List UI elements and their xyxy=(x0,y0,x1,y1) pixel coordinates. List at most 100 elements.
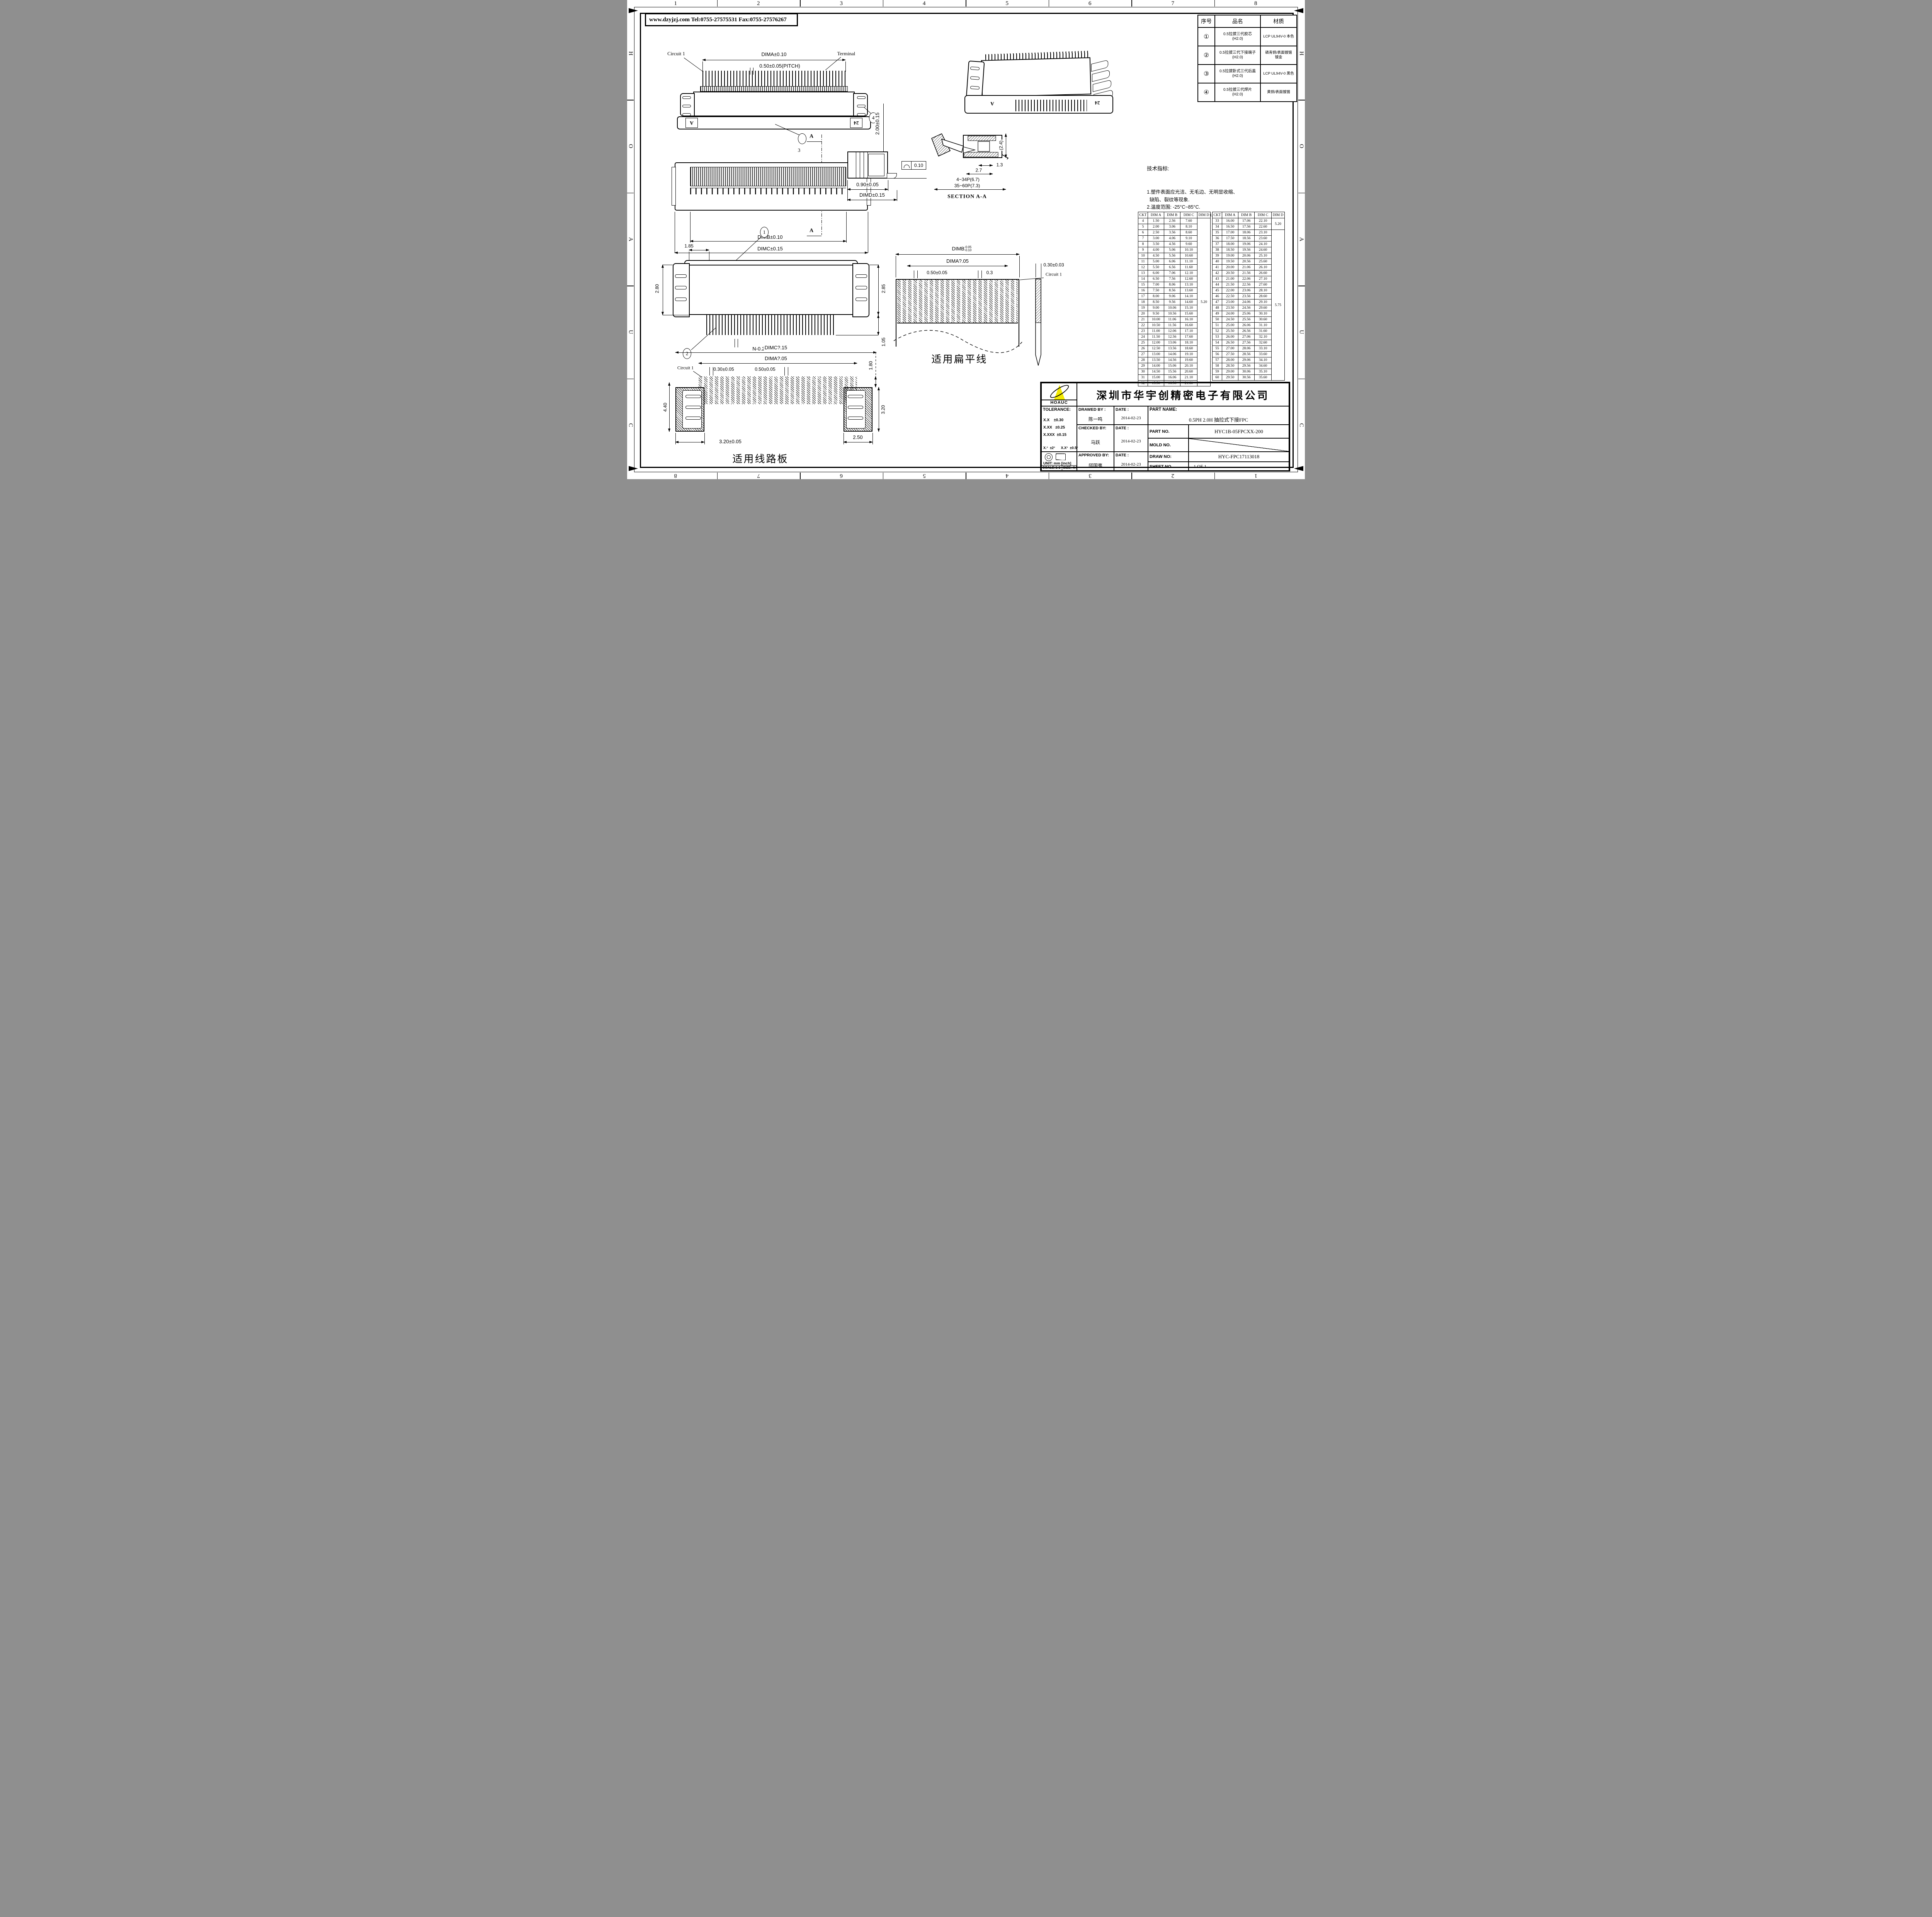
dim-cell: 22.00 xyxy=(1222,287,1238,294)
dim-cell: 34.60 xyxy=(1254,363,1272,369)
dim-cell: 28.60 xyxy=(1254,293,1272,299)
height-dim-label: 2.00±0.15 xyxy=(874,112,881,136)
dim-cell: 20.10 xyxy=(1180,363,1197,369)
date-label-2: DATE : xyxy=(1116,426,1129,430)
zone-number-top-2: 2 xyxy=(757,0,760,7)
dim-cell: 21.56 xyxy=(1238,270,1255,276)
d185-label: 1.85 xyxy=(684,243,694,249)
pitch-dim-label: 0.50±0.05(PITCH) xyxy=(759,63,801,69)
dim-cell: 26 xyxy=(1138,345,1148,352)
zone-tick-bottom xyxy=(1131,473,1132,479)
dim-cell: 18.06 xyxy=(1238,230,1255,236)
section-a-bottom: A xyxy=(808,228,815,234)
dim-cell: 27.56 xyxy=(1238,340,1255,346)
pcb-dimc-line xyxy=(675,351,877,354)
part-no-value-cell: HYC1B-05FPCXX-200 xyxy=(1189,425,1289,438)
dim-cell: 20.00 xyxy=(1222,264,1238,270)
unit-label: UNIT: mm [inch] xyxy=(1043,461,1071,466)
checked-label: CHECKED BY: xyxy=(1078,426,1107,430)
part-no-label: PART NO. xyxy=(1150,429,1170,434)
dim-cell: 19.06 xyxy=(1238,241,1255,247)
drawed-date-cell: DATE : 2014-02-23 xyxy=(1114,406,1148,425)
iso-body xyxy=(981,57,1092,97)
dim-cell: 24 xyxy=(1138,334,1148,340)
tolerance-line: X.XX ±0.25 xyxy=(1043,425,1065,430)
dim-cell: 31.60 xyxy=(1254,328,1272,334)
fpc-dima-label: DIMA?.05 xyxy=(946,258,969,264)
dim-cell: 15 xyxy=(1138,282,1148,288)
dim-cell: 29.56 xyxy=(1238,363,1255,369)
side-tab-left xyxy=(672,167,676,206)
dim-cell: 12.60 xyxy=(1180,276,1197,282)
pcb-d320r-label: 3.20 xyxy=(880,404,886,415)
zone-number-top-7: 7 xyxy=(1171,0,1175,7)
ext-line xyxy=(883,104,884,151)
pcb-d320-label: 3.20±0.05 xyxy=(718,439,742,445)
dim-cell: 18.50 xyxy=(1222,247,1238,253)
dim-cell: 9.50 xyxy=(1148,311,1164,317)
parts-name: 0.5拉拔三代胶芯(H2.0) xyxy=(1214,27,1261,46)
balloon-2: 2 xyxy=(683,348,691,359)
dim-cell: 48 xyxy=(1212,305,1222,311)
view-bottom: A A DIMB±0.10 DIMC±0.15 xyxy=(672,131,880,255)
parts-name: 0.5拉拔三代焊片(H2.0) xyxy=(1214,83,1261,102)
sheet-no-value: 1 OF 1 xyxy=(1194,464,1207,469)
dim-cell: 20 xyxy=(1138,311,1148,317)
dim-cell: 12.10 xyxy=(1180,270,1197,276)
pcb-slot xyxy=(848,395,863,398)
dim-cell: 27.00 xyxy=(1222,345,1238,352)
dim-cell: 22.60 xyxy=(1254,224,1272,230)
approved-name: 邱国夷 xyxy=(1088,463,1102,468)
parts-material: LCP UL94V-0 黑色 xyxy=(1260,64,1297,83)
dim-cell: 33.10 xyxy=(1254,345,1272,352)
mark-a-box xyxy=(685,118,698,128)
size-label: SIZE: A4 xyxy=(1062,465,1077,471)
dim-cell: 6.56 xyxy=(1164,264,1180,270)
front-slot xyxy=(675,286,687,289)
dim-cell: 16.10 xyxy=(1180,316,1197,323)
section-caption: SECTION A-A xyxy=(947,194,988,200)
latch-slot xyxy=(857,96,866,99)
fpc-dimb-line xyxy=(895,253,1020,256)
sec-p2-label: 35~60P(7.3) xyxy=(953,183,981,189)
fpc-dimb-tol-top: -0.05 xyxy=(964,245,972,249)
dim-cell: 8 xyxy=(1138,241,1148,247)
dim-cell: 13.00 xyxy=(1148,351,1164,357)
dim-header: DIM D xyxy=(1197,212,1211,218)
pcb-d180-label: 1.80 xyxy=(868,360,874,371)
dim-cell: 35.10 xyxy=(1254,369,1272,375)
dim-cell: 32.60 xyxy=(1254,340,1272,346)
drawed-cell: DRAWED BY : 陈一鸣 xyxy=(1077,406,1114,425)
dim-cell: 8.60 xyxy=(1180,230,1197,236)
dim-cell: 23.06 xyxy=(1238,287,1255,294)
dim-cell: 17.50 xyxy=(1222,235,1238,242)
dim-cell: 3.06 xyxy=(1164,224,1180,230)
dim-cell: 24.06 xyxy=(1238,299,1255,305)
dim-cell: 10.56 xyxy=(1164,311,1180,317)
section-sketch xyxy=(931,133,1009,160)
dim-cell: 13 xyxy=(1138,270,1148,276)
pcb-circuit1-label: Circuit 1 xyxy=(676,365,695,371)
dim-cell: 27.60 xyxy=(1254,282,1272,288)
dim-cell: 24.60 xyxy=(1254,247,1272,253)
tech-notes-title: 技术指标: xyxy=(1147,165,1169,172)
dim-cell: 29.50 xyxy=(1222,374,1238,381)
sec-d2-label: 2.7 xyxy=(975,167,983,173)
sec-h-label: (2.4) xyxy=(998,139,1004,151)
dim-cell: 33.60 xyxy=(1254,351,1272,357)
dim-cell: 9.60 xyxy=(1180,241,1197,247)
sheet-no-label-cell: SHEET NO. xyxy=(1148,462,1189,471)
dim-cell: 19.50 xyxy=(1222,259,1238,265)
ext-line xyxy=(702,61,703,71)
view-section: (2.4) 1.3 2.7 4~34P(6.7) 35~60P(7.3) SEC… xyxy=(925,101,1012,213)
